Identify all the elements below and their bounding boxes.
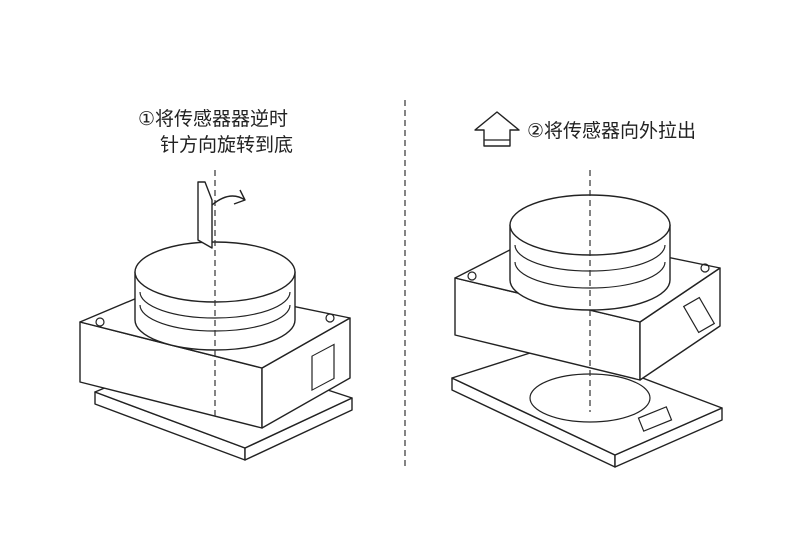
step1-instruction: ①将传感器器逆时 针方向旋转到底: [138, 106, 293, 158]
step1-line1: ①将传感器器逆时: [138, 108, 289, 130]
sensor-cylinder: [509, 194, 671, 311]
base-plate: [451, 344, 723, 468]
step2-instruction: ②将传感器向外拉出: [527, 120, 697, 142]
rotate-counterclockwise-arrow-icon: [197, 181, 246, 249]
step2-sensor-assembly: [451, 170, 723, 468]
step1-line2: 针方向旋转到底: [160, 134, 294, 156]
up-arrow-icon: [474, 111, 520, 147]
step1-sensor-assembly: [79, 170, 353, 461]
